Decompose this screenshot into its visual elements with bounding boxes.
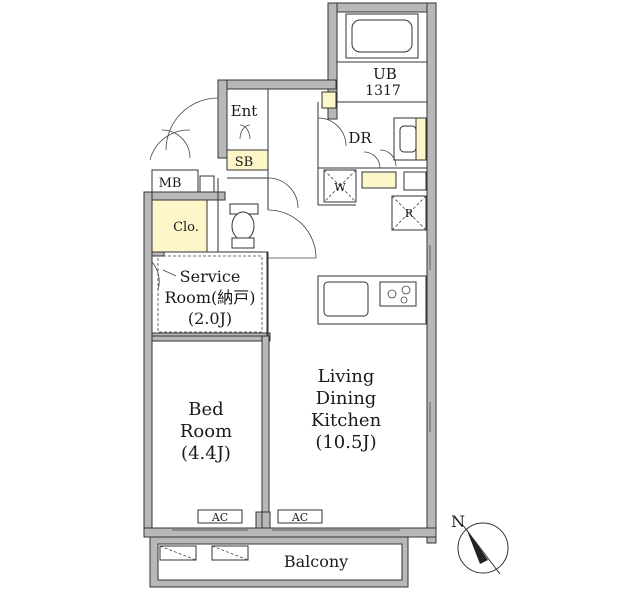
- refrigerator-label: R: [405, 207, 414, 220]
- bed-room-size: (4.4J): [181, 443, 231, 464]
- bed-room-label-2: Room: [180, 421, 232, 442]
- interior-walls: [151, 13, 431, 529]
- ldk-label-2: Dining: [316, 388, 377, 409]
- balcony-label: Balcony: [284, 552, 348, 571]
- fixtures: [197, 91, 427, 524]
- exterior-walls: [143, 2, 437, 544]
- ldk-label-3: Kitchen: [311, 410, 382, 431]
- north-compass: N: [451, 512, 509, 575]
- ac-ldk-label: AC: [291, 511, 308, 524]
- ldk-size: (10.5J): [315, 432, 376, 453]
- room-labels: UB 1317 Ent DR SB MB W R Clo. Service Ro…: [159, 65, 414, 571]
- service-room-size: (2.0J): [188, 309, 232, 328]
- meter-box-label: MB: [159, 176, 182, 191]
- ub-label: UB: [373, 65, 397, 83]
- closet-label: Clo.: [173, 220, 199, 235]
- ldk-label-1: Living: [318, 366, 375, 387]
- washer-label: W: [334, 181, 346, 194]
- shoe-box-label: SB: [235, 155, 253, 170]
- ac-bed-label: AC: [211, 511, 228, 524]
- doors: [149, 97, 397, 291]
- service-room-label-2: Room(納戸): [165, 288, 256, 307]
- north-label: N: [451, 512, 465, 531]
- ub-size-label: 1317: [365, 83, 401, 99]
- service-room-label-1: Service: [180, 267, 241, 286]
- bed-room-label-1: Bed: [188, 399, 223, 420]
- balcony-area: [149, 529, 409, 588]
- entrance-label: Ent: [231, 102, 258, 120]
- dressing-label: DR: [348, 129, 372, 147]
